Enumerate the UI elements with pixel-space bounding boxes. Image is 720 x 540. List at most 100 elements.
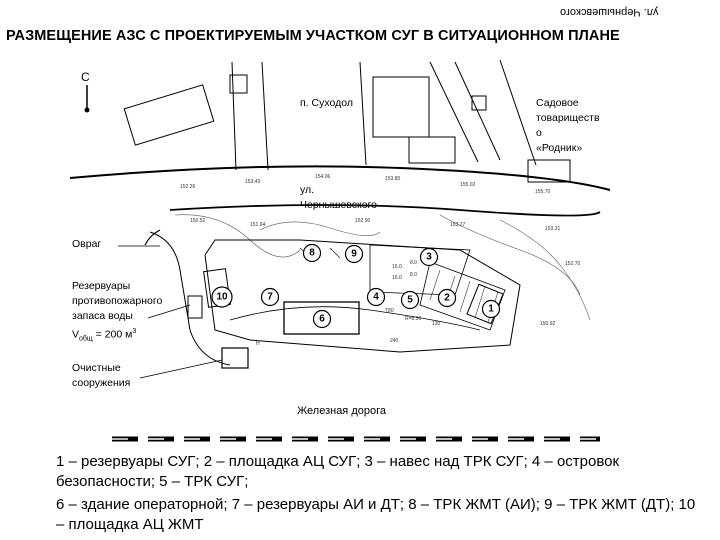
svg-text:155.70: 155.70 [535,189,551,195]
svg-text:150.92: 150.92 [540,321,556,327]
legend: 1 – резервуары СУГ; 2 – площадка АЦ СУГ;… [56,452,696,538]
marker-9: 9 [344,244,364,264]
building-6 [527,159,571,183]
reservoirs-label-line3: запаса воды [72,310,133,322]
marker-10: 10 [211,286,233,308]
pointer-reservoirs [147,304,191,319]
marker-4: 4 [366,287,386,307]
road-line-4 [429,61,479,163]
marker-5: 5 [400,290,420,310]
svg-text:150.52: 150.52 [190,218,206,224]
site-boundary [204,239,521,353]
street-label: ул. Чернышевского [300,183,377,213]
svg-text:Т80: Т80 [385,308,394,314]
legend-line-1: 1 – резервуары СУГ; 2 – площадка АЦ СУГ;… [56,453,620,490]
svg-text:153.43: 153.43 [245,179,261,185]
svg-text:8.0: 8.0 [410,272,417,278]
svg-text:1: 1 [488,304,494,315]
svg-text:153.80: 153.80 [385,176,401,182]
fire-water-tank-1 [187,295,203,319]
street-label-line2: Чернышевского [300,199,377,211]
street-label-line1: ул. [300,184,315,196]
svg-text:16.0: 16.0 [392,275,402,281]
marker-2: 2 [437,288,457,308]
building-1 [123,84,215,146]
canopy-area [369,244,471,296]
reservoirs-sub: общ [79,335,93,343]
svg-text:153.31: 153.31 [545,226,561,232]
marker-7: 7 [260,287,280,307]
settlement-label: п. Суходол [300,97,353,109]
reservoirs-value: = 200 м [92,328,133,341]
railway-label: Железная дорога [297,405,386,417]
svg-text:R=8.50: R=8.50 [405,316,421,322]
garden-label: Садовое товариществ о «Родник» [536,96,600,156]
svg-text:152.90: 152.90 [355,218,371,224]
reservoirs-volume: Vобщ = 200 м3 [72,324,162,347]
svg-text:153.27: 153.27 [450,222,466,228]
slope [149,231,231,366]
svg-text:3: 3 [426,252,432,263]
building-5 [471,95,487,111]
garden-label-line4: «Родник» [536,142,583,154]
treatment-label-line1: Очистные [72,362,121,374]
reservoirs-sup: 3 [132,328,137,335]
marker-8: 8 [302,243,322,263]
svg-text:Н: Н [256,341,260,347]
reservoirs-v: V [72,328,80,341]
hatch-4 [474,285,486,319]
treatment-label: Очистные сооружения [72,361,130,391]
reservoirs-label-line1: Резервуары [72,280,131,292]
marker-3: 3 [419,247,439,267]
hatch-1 [429,269,441,301]
road-line-2 [261,61,269,171]
treatment-label-line2: сооружения [72,377,131,389]
reservoirs-label-line2: противопожарного [72,295,163,307]
north-label: С [81,70,90,84]
road-line-1 [231,61,237,171]
lpg-hatch [419,261,506,331]
svg-text:152.70: 152.70 [565,261,581,267]
svg-text:130: 130 [432,321,441,327]
internal-road [229,306,481,331]
building-4 [408,136,456,164]
svg-text:155.02: 155.02 [460,182,476,188]
svg-text:240: 240 [390,338,399,344]
ravine-line [144,229,161,246]
operator-building [283,301,360,335]
pointer-treatment [139,359,223,379]
building-3 [372,76,430,138]
svg-text:8.0: 8.0 [410,260,417,266]
marker-1: 1 [481,299,501,319]
garden-label-line3: о [536,127,542,139]
svg-text:10: 10 [216,292,228,303]
pointer-street-2 [329,247,341,259]
svg-text:5: 5 [407,295,413,306]
svg-text:4: 4 [373,292,379,303]
svg-text:16.0: 16.0 [392,264,402,270]
road-line-3 [359,61,367,166]
svg-text:8: 8 [309,248,315,259]
street-edge-south [169,204,601,217]
contour-3 [439,214,581,296]
contour-2 [259,221,381,236]
svg-text:2: 2 [444,293,450,304]
legend-line-2: 6 – здание операторной; 7 – резервуары А… [56,496,696,533]
north-arrow-dot [84,107,90,113]
contour-4 [499,219,591,321]
street-edge-north [69,165,611,191]
svg-text:9: 9 [351,249,357,260]
reservoirs-label: Резервуары противопожарного запаса воды … [72,279,162,347]
road-line-5 [454,61,501,161]
hatch-3 [459,280,471,313]
page-title: РАЗМЕЩЕНИЕ АЗС С ПРОЕКТИРУЕМЫМ УЧАСТКОМ … [6,28,620,44]
garden-label-line1: Садовое [536,97,579,109]
svg-text:151.64: 151.64 [250,222,266,228]
garden-label-line2: товариществ [536,112,600,124]
svg-text:7: 7 [267,292,273,303]
ravine-label: Овраг [72,238,102,250]
svg-text:154.06: 154.06 [315,174,331,180]
road-line-6 [499,59,537,166]
marker-6: 6 [312,309,332,329]
